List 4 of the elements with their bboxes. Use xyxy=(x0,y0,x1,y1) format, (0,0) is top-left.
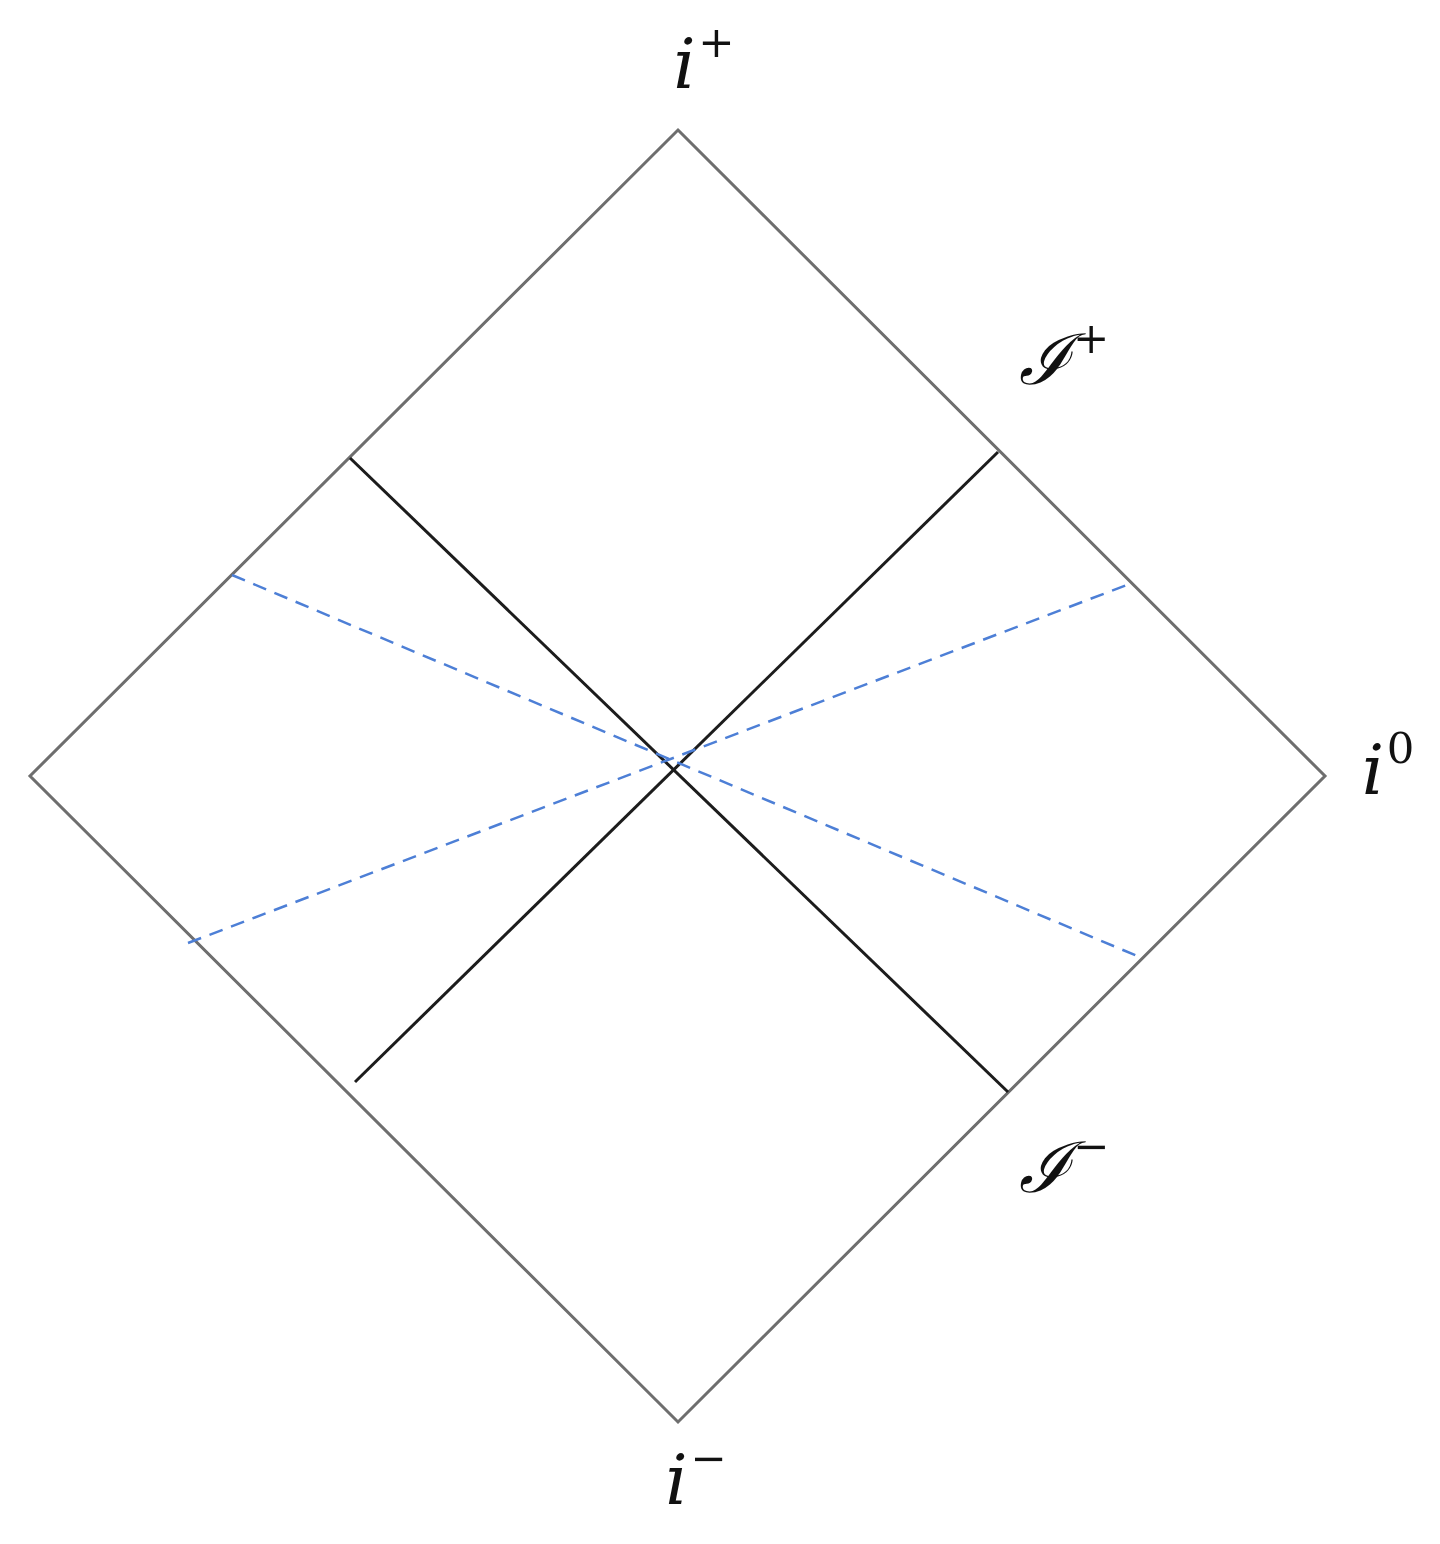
boundary-label: ℐ$^{−}$ xyxy=(1018,1133,1110,1203)
point-label: i$^{−}$ xyxy=(665,1445,727,1515)
point-label: i$^{+}$ xyxy=(673,29,735,99)
boundary-label: ℐ$^{+}$ xyxy=(1018,325,1110,395)
